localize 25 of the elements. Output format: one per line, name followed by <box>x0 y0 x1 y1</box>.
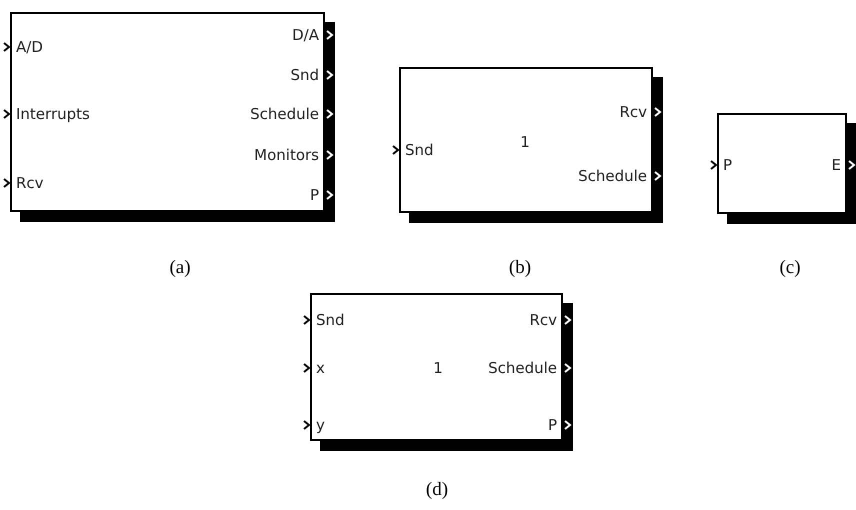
port-label: Monitors <box>254 146 319 164</box>
port-label: E <box>832 156 841 174</box>
port-label: Schedule <box>488 359 557 377</box>
port-label: Rcv <box>619 103 647 121</box>
block-number: 1 <box>520 133 530 151</box>
port-label: P <box>723 156 732 174</box>
port-label: Snd <box>316 311 345 329</box>
port-label: Schedule <box>250 105 319 123</box>
port-label: Rcv <box>529 311 557 329</box>
port-label: P <box>548 416 557 434</box>
port-label: A/D <box>16 38 43 56</box>
port-label: Snd <box>290 66 319 84</box>
port-label: Rcv <box>16 174 44 192</box>
subfigure-caption: (d) <box>426 479 448 501</box>
port-label: D/A <box>292 26 319 44</box>
subfigure-caption: (c) <box>779 257 801 279</box>
subfigure-caption: (a) <box>169 257 191 279</box>
port-label: Snd <box>405 141 434 159</box>
port-label: y <box>316 416 325 434</box>
block-number: 1 <box>433 359 443 377</box>
port-label: Schedule <box>578 167 647 185</box>
subfigure-caption: (b) <box>508 257 532 279</box>
port-label: P <box>310 186 319 204</box>
port-label: x <box>316 359 325 377</box>
port-label: Interrupts <box>16 105 90 123</box>
